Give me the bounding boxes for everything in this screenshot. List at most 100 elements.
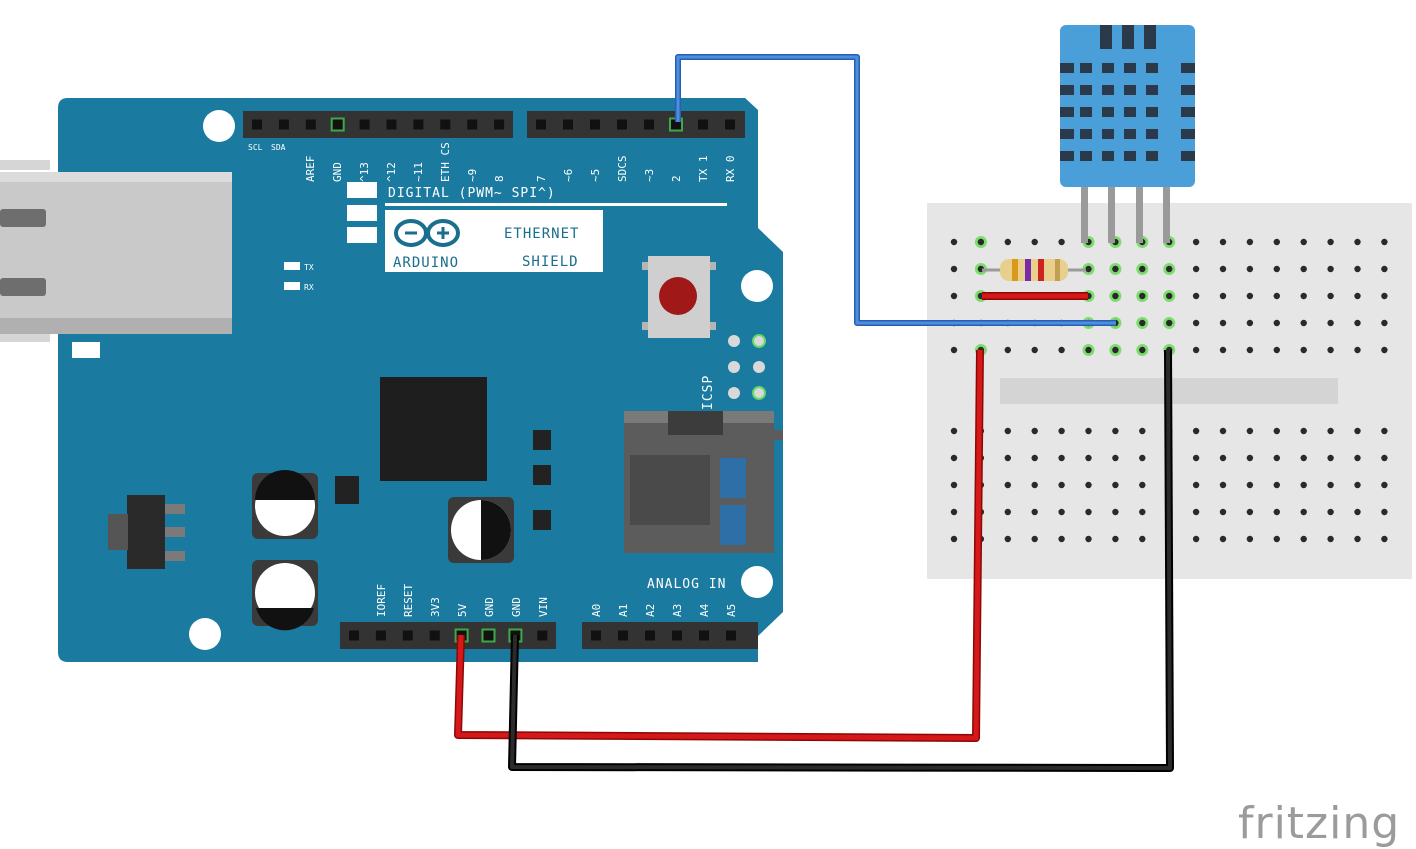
bottom-pin-label: 3V3 <box>429 597 442 617</box>
breadboard-hole <box>1219 454 1227 462</box>
tx-led <box>284 262 300 270</box>
breadboard-hole <box>1139 427 1146 435</box>
top-pin-label: ^13 <box>358 162 371 182</box>
breadboard-hole <box>1327 319 1334 327</box>
top-pin-label: SDCS <box>616 156 629 183</box>
wiznet-chip <box>380 377 487 481</box>
breadboard-hole <box>1273 535 1281 543</box>
breadboard-hole <box>1112 454 1119 462</box>
breadboard-hole <box>950 265 958 273</box>
breadboard-hole <box>1354 427 1361 435</box>
breadboard-hole <box>1273 481 1281 489</box>
breadboard-hole <box>1166 319 1173 327</box>
top-header-right <box>527 111 745 138</box>
digital-header-label: DIGITAL (PWM~ SPI^) <box>388 186 556 201</box>
breadboard-hole <box>1192 292 1200 300</box>
breadboard-hole <box>1058 346 1065 354</box>
breadboard-hole <box>1219 238 1227 246</box>
header-pin <box>618 630 628 641</box>
header-pin <box>672 630 682 641</box>
top-pin-label: 8 <box>493 175 506 182</box>
breadboard-hole <box>1381 238 1388 246</box>
breadboard-hole <box>1058 535 1065 543</box>
breadboard-hole <box>1112 535 1119 543</box>
header-pin <box>725 119 735 130</box>
breadboard-hole <box>1273 292 1281 300</box>
breadboard-hole <box>1139 454 1146 462</box>
breadboard-hole <box>1031 454 1038 462</box>
top-pin-label: AREF <box>304 156 317 183</box>
breadboard-hole <box>1031 427 1038 435</box>
header-pin <box>590 119 600 130</box>
breadboard-hole <box>1327 238 1334 246</box>
breadboard-hole <box>1246 346 1254 354</box>
bottom-pin-label: VIN <box>537 597 550 617</box>
breadboard-hole <box>1058 238 1065 246</box>
bottom-pin-label: A1 <box>617 604 630 617</box>
header-pin <box>252 119 262 130</box>
breadboard-hole <box>1354 508 1361 516</box>
breadboard-hole <box>1192 346 1200 354</box>
header-pin <box>591 630 601 641</box>
led-pad <box>347 227 377 243</box>
top-pin-label: ~11 <box>412 162 425 182</box>
header-pin <box>467 119 478 130</box>
capacitors <box>252 470 514 631</box>
header-pin <box>537 630 548 641</box>
fritzing-watermark: fritzing <box>1238 798 1400 849</box>
breadboard-hole <box>1273 265 1281 273</box>
breadboard-hole <box>1192 319 1200 327</box>
voltage-regulator <box>108 495 185 569</box>
breadboard-hole <box>1381 427 1388 435</box>
breadboard-hole <box>1219 346 1227 354</box>
breadboard-hole <box>950 481 958 489</box>
header-pin <box>699 630 709 641</box>
bottom-pin-label: 5V <box>456 603 469 617</box>
breadboard-hole <box>1139 292 1146 300</box>
breadboard-hole <box>1112 481 1119 489</box>
top-pin-label: ~6 <box>562 169 575 182</box>
breadboard-hole <box>1354 346 1361 354</box>
led-pad <box>347 205 377 221</box>
header-pin <box>332 119 343 130</box>
breadboard-hole <box>1085 427 1092 435</box>
bottom-pin-label: A4 <box>698 603 711 617</box>
bottom-pin-label: A0 <box>590 604 603 617</box>
top-pin-label: 7 <box>535 175 548 182</box>
breadboard-hole <box>1219 535 1227 543</box>
breadboard-hole <box>1192 265 1200 273</box>
breadboard-hole <box>1085 508 1092 516</box>
breadboard-hole <box>1031 535 1038 543</box>
breadboard-hole <box>1300 319 1307 327</box>
breadboard-hole <box>977 238 985 246</box>
breadboard-hole <box>1058 454 1065 462</box>
breadboard-hole <box>1192 238 1200 246</box>
breadboard-hole <box>950 346 958 354</box>
breadboard-hole <box>1300 454 1307 462</box>
breadboard-hole <box>1273 508 1281 516</box>
breadboard-hole <box>1246 481 1254 489</box>
breadboard-hole <box>1004 535 1011 543</box>
breadboard-hole <box>1085 454 1092 462</box>
top-pin-label: ~3 <box>643 169 656 182</box>
breadboard-hole <box>1327 535 1334 543</box>
breadboard-hole <box>1112 292 1119 300</box>
breadboard-hole <box>1327 481 1334 489</box>
breadboard-hole <box>1354 454 1361 462</box>
breadboard-hole <box>1139 319 1146 327</box>
breadboard-hole <box>1139 346 1146 354</box>
breadboard-hole <box>1300 265 1307 273</box>
breadboard-hole <box>1300 427 1307 435</box>
icsp-label: ICSP <box>701 375 716 410</box>
breadboard-hole <box>1381 346 1388 354</box>
breadboard-hole <box>1058 508 1065 516</box>
top-pin-label: 2 <box>670 175 683 182</box>
breadboard-hole <box>1192 454 1200 462</box>
breadboard-hole <box>1058 427 1065 435</box>
header-pin <box>494 119 505 130</box>
header-pin <box>386 119 397 130</box>
header-pin <box>359 119 370 130</box>
breadboard-hole <box>950 292 958 300</box>
